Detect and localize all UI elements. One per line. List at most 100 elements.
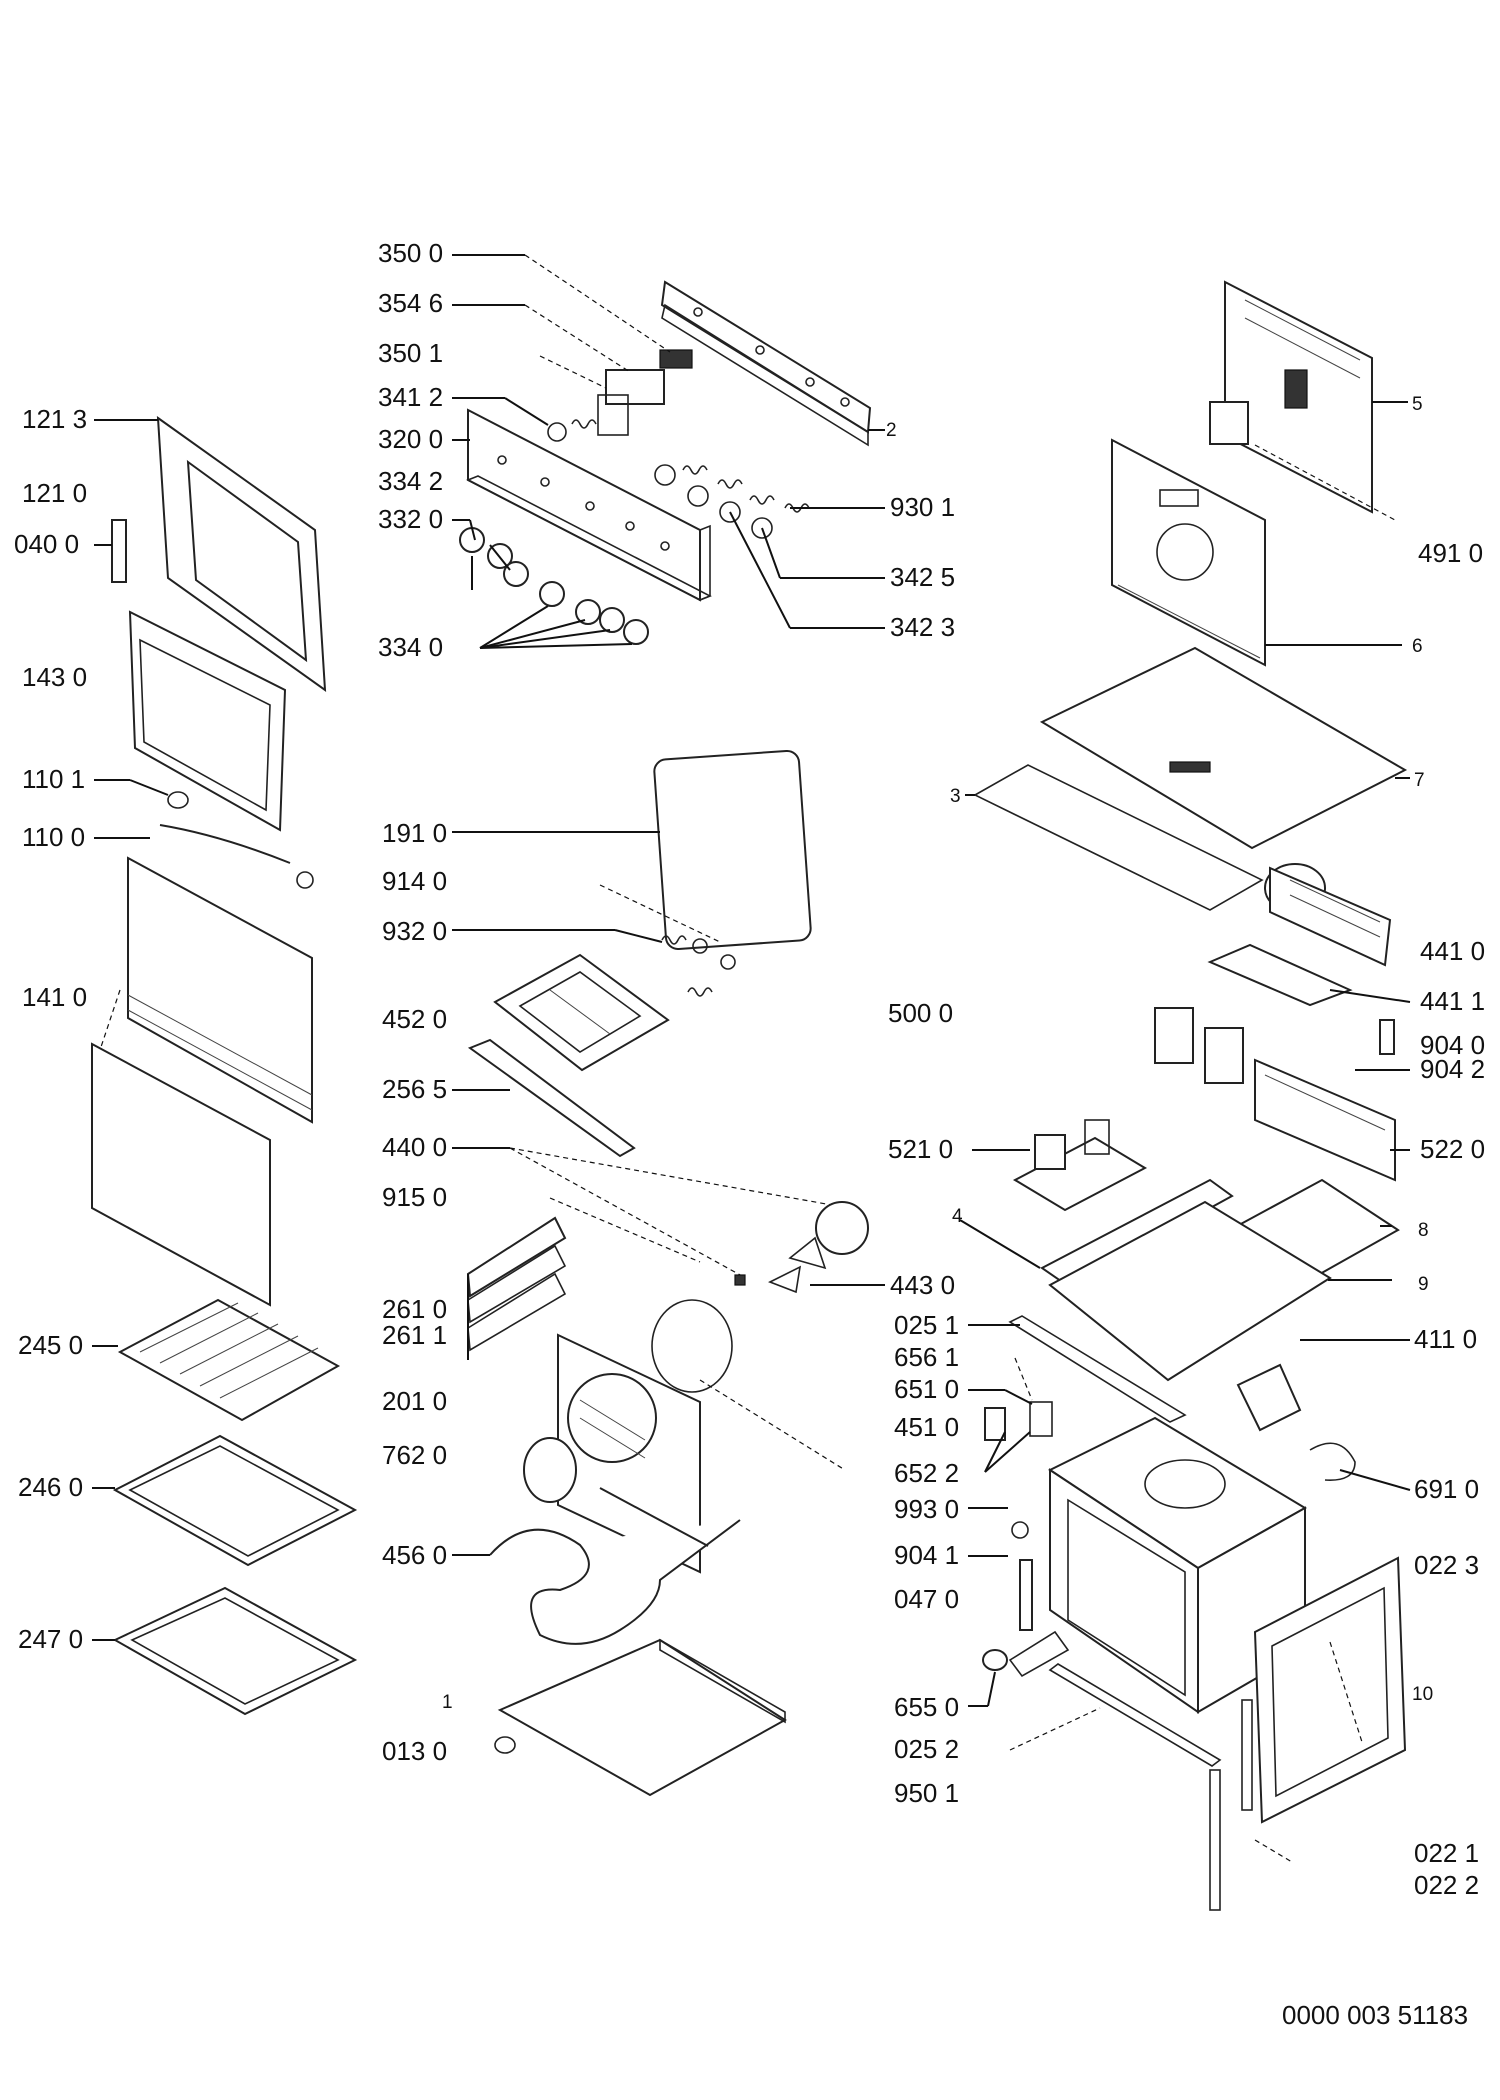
- ring-element-762-0: [651, 1299, 733, 1393]
- label-10: 10: [1412, 1684, 1433, 1705]
- label-354-6: 354 6: [378, 288, 443, 318]
- label-522-0: 522 0: [1420, 1134, 1485, 1164]
- label-110-1: 110 1: [22, 764, 85, 794]
- inner-glass-143-0: [128, 610, 287, 832]
- label-256-5: 256 5: [382, 1074, 447, 1104]
- terminal-block: [1209, 401, 1249, 445]
- label-246-0: 246 0: [18, 1472, 83, 1502]
- label-143-0: 143 0: [22, 662, 87, 692]
- label-342-5: 342 5: [890, 562, 955, 592]
- strip-022-1: [1209, 1769, 1221, 1911]
- tray-group: [92, 1298, 358, 1716]
- door-group: [91, 415, 327, 1307]
- label-201-0: 201 0: [382, 1386, 447, 1416]
- label-691-0: 691 0: [1414, 1474, 1479, 1504]
- label-9: 9: [1418, 1274, 1429, 1295]
- label-441-0: 441 0: [1420, 936, 1485, 966]
- label-656-1: 656 1: [894, 1342, 959, 1372]
- washer-342-5: [654, 464, 676, 486]
- strip-022-2: [1241, 1699, 1253, 1811]
- outer-glass: [91, 1042, 271, 1307]
- front-frame: [1253, 1556, 1407, 1824]
- bar-256-5: [467, 1038, 636, 1158]
- part-labels: 350 0 354 6 350 1 341 2 320 0 334 2 332 …: [14, 238, 1485, 2030]
- hinge-040-0: [111, 519, 127, 583]
- label-7: 7: [1414, 770, 1425, 791]
- tangential-fan-441-0: [1264, 863, 1392, 967]
- label-320-0: 320 0: [378, 424, 443, 454]
- pan-247-0: [112, 1586, 358, 1716]
- back-plate: [1111, 438, 1266, 667]
- label-932-0: 932 0: [382, 916, 447, 946]
- label-247-0: 247 0: [18, 1624, 83, 1654]
- knobs-334-0: [539, 581, 649, 645]
- sensor-904-0: [1379, 1019, 1395, 1055]
- label-914-0: 914 0: [382, 866, 447, 896]
- label-025-2: 025 2: [894, 1734, 959, 1764]
- lamp-451-0: [984, 1407, 1006, 1441]
- label-930-1: 930 1: [890, 492, 955, 522]
- clip-110-1: [167, 791, 189, 809]
- label-451-0: 451 0: [894, 1412, 959, 1442]
- lamp-655-0: [982, 1649, 1008, 1671]
- label-141-0: 141 0: [22, 982, 87, 1012]
- switch-group-522-0: [1154, 1007, 1396, 1182]
- fascia-panel: [467, 408, 701, 602]
- bar-047-0: [1019, 1559, 1033, 1631]
- strip-441-1: [1207, 943, 1353, 1007]
- label-651-0: 651 0: [894, 1374, 959, 1404]
- label-5: 5: [1412, 394, 1423, 415]
- glass-141-0: [127, 856, 313, 1124]
- label-441-1: 441 1: [1420, 986, 1485, 1016]
- strip-110-0: [159, 824, 291, 864]
- label-121-0: 121 0: [22, 478, 87, 508]
- rail-025-1: [1008, 1315, 1187, 1423]
- foot-013-0: [494, 1736, 516, 1754]
- fan-motor-443-0: [815, 1201, 869, 1255]
- control-panel-group: [452, 254, 885, 649]
- label-261-1: 261 1: [382, 1320, 447, 1350]
- label-341-2: 341 2: [378, 382, 443, 412]
- label-110-0: 110 0: [22, 822, 85, 852]
- label-443-0: 443 0: [890, 1270, 955, 1300]
- label-904-1: 904 1: [894, 1540, 959, 1570]
- springs-930-1: [682, 465, 810, 513]
- label-993-0: 993 0: [894, 1494, 959, 1524]
- rail-261-0: [466, 1216, 567, 1298]
- label-040-0: 040 0: [14, 529, 79, 559]
- spring-341-2: [547, 419, 597, 442]
- label-762-0: 762 0: [382, 1440, 447, 1470]
- label-342-3: 342 3: [890, 612, 955, 642]
- label-334-2: 334 2: [378, 466, 443, 496]
- label-1: 1: [442, 1692, 453, 1713]
- rack-245-0: [117, 1298, 341, 1422]
- motor-411-0: [1236, 1363, 1302, 1432]
- label-4: 4: [952, 1206, 963, 1227]
- label-013-0: 013 0: [382, 1736, 447, 1766]
- bottom-element-456-0: [489, 1519, 741, 1645]
- label-411-0: 411 0: [1414, 1324, 1477, 1354]
- rail-025-2: [1048, 1663, 1222, 1767]
- label-3: 3: [950, 786, 961, 807]
- clock-module: [605, 369, 665, 405]
- floor-panel: [497, 1638, 787, 1797]
- washer-342-3: [751, 517, 773, 539]
- label-440-0: 440 0: [382, 1132, 447, 1162]
- label-2: 2: [886, 420, 897, 441]
- label-491-0: 491 0: [1418, 538, 1483, 568]
- relay-board-521-0: [1012, 1136, 1148, 1212]
- top-panel: [1039, 646, 1408, 850]
- label-332-0: 332 0: [378, 504, 443, 534]
- label-950-1: 950 1: [894, 1778, 959, 1808]
- switch-block: [659, 349, 693, 369]
- label-047-0: 047 0: [894, 1584, 959, 1614]
- knobs-332-0: [459, 527, 529, 587]
- base-plate-9: [1048, 1200, 1332, 1382]
- label-521-0: 521 0: [888, 1134, 953, 1164]
- label-8: 8: [1418, 1220, 1429, 1241]
- label-500-0: 500 0: [888, 998, 953, 1028]
- label-452-0: 452 0: [382, 1004, 447, 1034]
- label-904-0: 904 0: [1420, 1030, 1485, 1060]
- label-025-1: 025 1: [894, 1310, 959, 1340]
